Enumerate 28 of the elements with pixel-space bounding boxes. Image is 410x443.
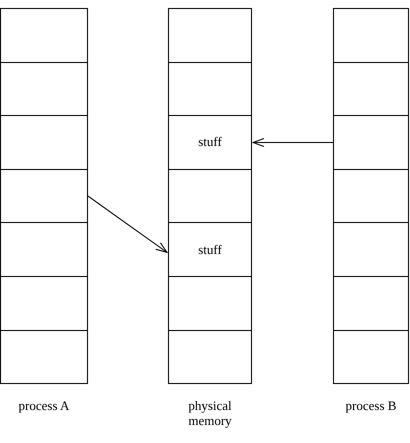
memory-cell <box>333 168 409 224</box>
memory-cell <box>333 276 409 331</box>
memory-cell <box>0 276 88 331</box>
memory-cell <box>168 115 252 170</box>
memory-cell <box>333 222 409 277</box>
memory-cell <box>168 8 252 63</box>
column-label: process A <box>18 398 70 413</box>
cell-text: stuff <box>198 134 222 150</box>
memory-cell <box>168 276 252 331</box>
column-label: process B <box>346 398 396 413</box>
memory-cell <box>333 8 409 63</box>
memory-cell <box>0 168 88 224</box>
memory-cell <box>0 62 88 116</box>
memory-cell <box>168 222 252 277</box>
column-label: physical memory <box>187 398 233 428</box>
memory-cell <box>168 62 252 116</box>
arrow <box>88 196 168 253</box>
memory-cell <box>333 62 409 116</box>
memory-cell <box>333 330 409 384</box>
memory-cell <box>0 115 88 170</box>
memory-cell <box>0 222 88 277</box>
cell-text: stuff <box>198 242 222 258</box>
memory-cell <box>168 168 252 224</box>
memory-cell <box>0 8 88 63</box>
memory-cell <box>333 115 409 170</box>
memory-cell <box>0 330 88 384</box>
memory-cell <box>168 330 252 384</box>
arrow <box>252 138 334 147</box>
